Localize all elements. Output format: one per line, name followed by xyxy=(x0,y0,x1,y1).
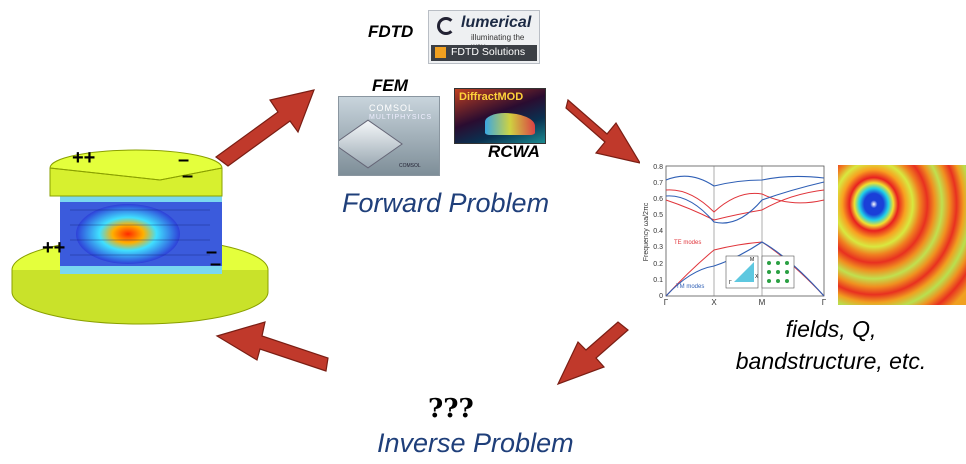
fem-label: FEM xyxy=(372,76,408,95)
comsol-line2: MULTIPHYSICS xyxy=(369,114,433,121)
xtick-gamma-2: Γ xyxy=(822,298,827,306)
tm-band-2 xyxy=(665,181,825,224)
comsol-cube-icon xyxy=(339,119,403,169)
device-minus-3: – xyxy=(206,241,217,263)
xtick-gamma-1: Γ xyxy=(664,298,669,306)
ytick-2: 0.2 xyxy=(653,261,663,268)
ytick-0: 0 xyxy=(659,293,663,300)
xtick-m: M xyxy=(759,298,766,306)
lumerical-product: FDTD Solutions xyxy=(451,46,526,58)
comsol-line1: COMSOL xyxy=(369,103,415,113)
inset-x: X xyxy=(755,274,759,280)
device-plus-top: ++ xyxy=(72,147,95,169)
arrow-to-outputs xyxy=(565,98,642,164)
te-band-2 xyxy=(665,189,825,221)
tm-band-1 xyxy=(665,241,825,297)
te-modes-label: TE modes xyxy=(674,240,701,246)
field-map xyxy=(838,165,966,305)
inverse-problem-title: Inverse Problem xyxy=(377,428,574,458)
ytick-6: 0.6 xyxy=(653,196,663,203)
diffraction-wave-icon xyxy=(485,113,535,135)
tm-modes-label: TM modes xyxy=(676,284,704,290)
fdtd-label: FDTD xyxy=(368,22,414,41)
te-band-3 xyxy=(665,189,825,213)
fdtd-solutions-icon xyxy=(435,47,446,58)
band-ylabel: Frequency ωa/2πc xyxy=(643,202,650,261)
lumerical-logo: lumerical illuminating the way FDTD Solu… xyxy=(428,10,540,64)
ytick-3: 0.3 xyxy=(653,244,663,251)
lumerical-mark-icon xyxy=(437,17,455,35)
arrow-to-forward xyxy=(214,89,315,167)
diffractmod-logo: DiffractMOD xyxy=(454,88,546,144)
ytick-1: 0.1 xyxy=(653,277,663,284)
device-minus-2: – xyxy=(182,165,193,187)
tm-band-3 xyxy=(665,175,825,187)
device-minus-1: – xyxy=(178,149,189,171)
arrow-to-inverse xyxy=(556,321,629,386)
device-minus-4: – xyxy=(210,253,221,275)
inset-gamma: Γ xyxy=(729,280,732,286)
device-plus-left: ++ xyxy=(42,237,65,259)
rcwa-label: RCWA xyxy=(488,142,540,161)
forward-problem-title: Forward Problem xyxy=(342,188,550,218)
xtick-x: X xyxy=(711,298,717,306)
ytick-5: 0.5 xyxy=(653,212,663,219)
lumerical-brand: lumerical xyxy=(461,14,532,31)
ytick-4: 0.4 xyxy=(653,228,663,235)
ytick-8: 0.8 xyxy=(653,164,663,171)
comsol-small: COMSOL xyxy=(399,163,421,169)
outputs-line-1: fields, Q, xyxy=(785,316,877,342)
unknown-method: ??? xyxy=(428,394,474,424)
inset-m: M xyxy=(750,257,754,263)
diffractmod-text: DiffractMOD xyxy=(459,91,524,103)
outputs-line-2: bandstructure, etc. xyxy=(735,348,927,374)
te-band-1 xyxy=(665,241,825,297)
device-model: ++ ++ – – – – xyxy=(11,147,269,325)
ytick-7: 0.7 xyxy=(653,180,663,187)
band-structure-plot: 0 0.1 0.2 0.3 0.4 0.5 0.6 0.7 0.8 Freque… xyxy=(640,160,830,306)
arrow-to-device xyxy=(215,321,329,372)
comsol-logo: COMSOL MULTIPHYSICS COMSOL xyxy=(338,96,440,176)
